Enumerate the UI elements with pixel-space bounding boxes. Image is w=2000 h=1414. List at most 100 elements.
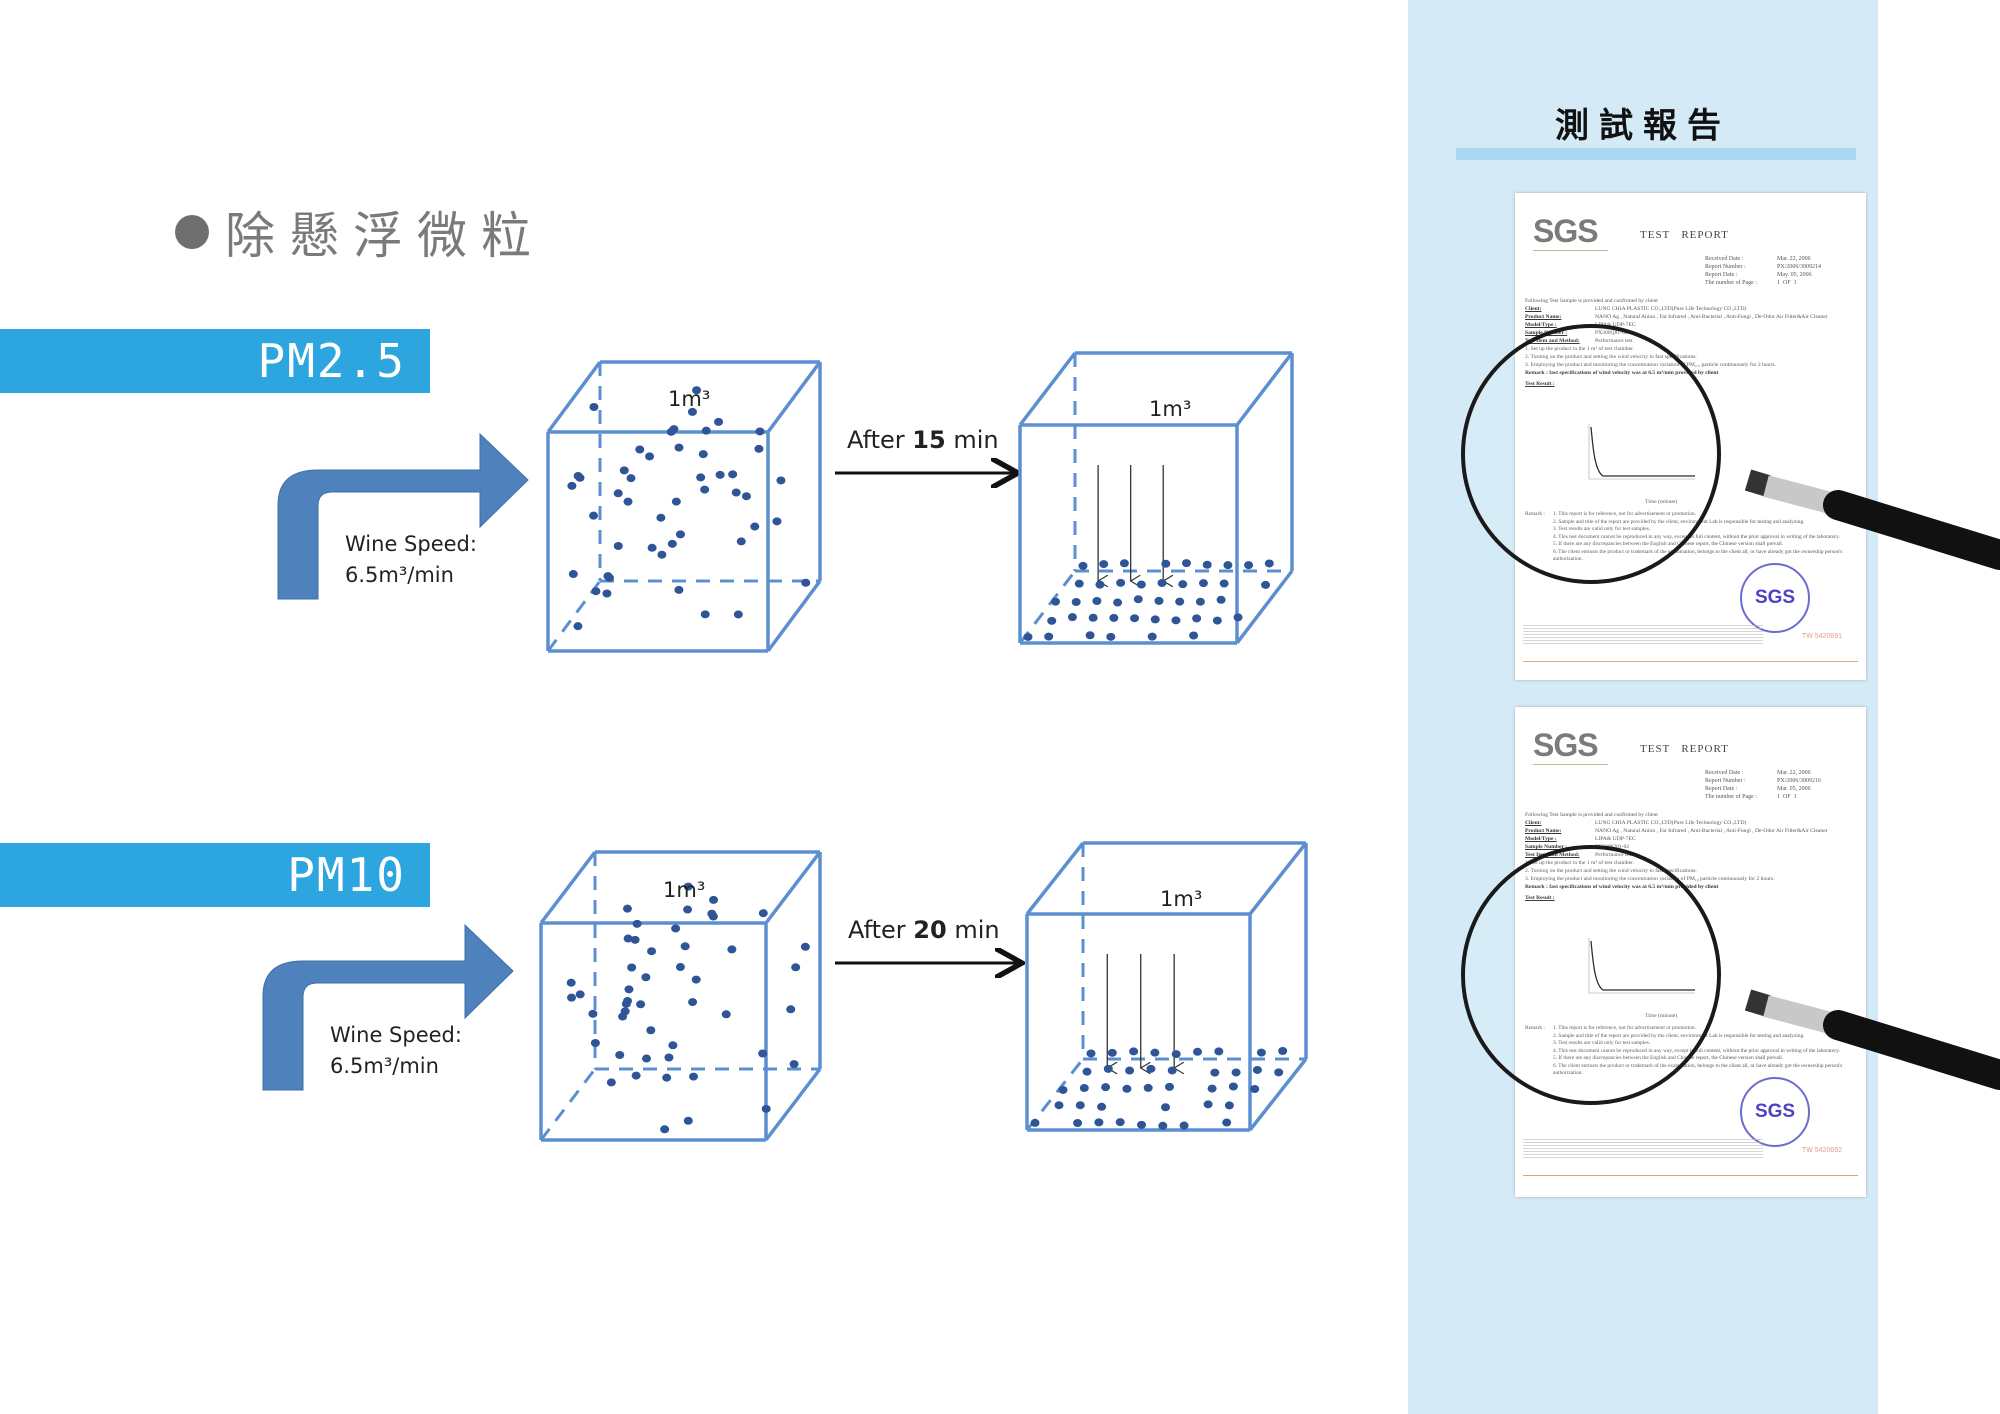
report-intro: Following Test Sample is provided and co…	[1525, 812, 1658, 818]
particle	[689, 1072, 699, 1081]
particle	[687, 407, 697, 416]
after-prefix: After	[847, 426, 905, 454]
chart-x-label: Time (minute)	[1645, 1013, 1677, 1019]
particle	[567, 481, 577, 490]
particle	[1252, 1065, 1262, 1074]
cube-hidden-edge	[1018, 570, 1077, 644]
particle	[568, 570, 578, 579]
field-value: NANO Ag , Natural Anion , Far Infrared ,…	[1595, 314, 1828, 320]
field-value: LIPA& UDP-7EC	[1595, 322, 1636, 328]
particle	[662, 1073, 672, 1082]
particle	[1137, 1120, 1146, 1129]
meta-value: Mar. 22, 2006	[1777, 770, 1811, 776]
remark-item: 6. The client entrusts the product or tr…	[1553, 1062, 1843, 1077]
meta-value: Mar. 05, 2006	[1777, 786, 1811, 792]
field-value: Performance test	[1595, 851, 1633, 859]
report-heading: TEST REPORT	[1640, 229, 1729, 241]
particle-diagram	[262, 351, 1308, 1142]
particle	[1150, 615, 1160, 624]
particle	[622, 904, 632, 913]
meta-row: Report Date :Mar. 05, 2006	[1705, 785, 1821, 793]
field-row: Client: LUNG CHIA PLASTIC CO.,LTD(Pure Li…	[1525, 819, 1856, 827]
particle	[1202, 560, 1212, 569]
particle	[1086, 1049, 1096, 1058]
wind-speed-label: Wine Speed: 6.5m³/min	[345, 529, 477, 591]
particle	[691, 975, 701, 984]
particle	[1193, 1047, 1202, 1056]
particle	[1179, 1121, 1189, 1130]
particle	[692, 386, 702, 395]
particle	[1106, 632, 1116, 641]
field-value: NANO Ag , Natural Anion , Far Infrared ,…	[1595, 828, 1828, 834]
remark-item: 1. This report is for reference, not for…	[1553, 1025, 1856, 1033]
particle	[674, 585, 684, 594]
pm10-label-bar: PM10	[0, 843, 430, 907]
particle	[700, 610, 710, 619]
report-serial: TW 5420692	[1801, 1147, 1842, 1154]
particle	[630, 935, 640, 944]
particle	[1030, 1118, 1040, 1127]
particle	[1192, 614, 1202, 623]
meta-key: Received Date :	[1705, 256, 1744, 262]
wind-speed-label: Wine Speed: 6.5m³/min	[330, 1020, 462, 1082]
particle	[1088, 613, 1098, 622]
particle	[755, 427, 765, 436]
cube-edge	[764, 850, 822, 925]
particle	[590, 1038, 600, 1047]
cube-edge	[766, 579, 822, 653]
particle	[1214, 1047, 1224, 1056]
particle	[675, 530, 685, 539]
cube-edge	[766, 360, 822, 434]
particle	[1116, 578, 1126, 587]
particle	[604, 573, 614, 582]
method-step: 3. Employing the product and monitoring …	[1525, 362, 1776, 368]
particle	[758, 909, 768, 918]
particle	[696, 473, 706, 482]
method-step: 2. Turning on the product and setting th…	[1525, 867, 1856, 875]
field-value: LUNG CHIA PLASTIC CO.,LTD(Pure Life Tech…	[1595, 820, 1747, 826]
fine-print	[1523, 1139, 1763, 1159]
particle	[683, 905, 693, 914]
cube-edge	[1018, 351, 1077, 427]
particle	[1264, 559, 1274, 568]
pm25-label: PM2.5	[257, 334, 406, 388]
particle	[1171, 1050, 1181, 1059]
field-key: Client:	[1525, 820, 1542, 826]
particle	[1182, 559, 1191, 568]
meta-value: PX/2006/3009216	[1777, 778, 1822, 784]
particle	[1167, 1066, 1177, 1075]
particle	[566, 978, 576, 987]
particle	[1107, 1048, 1117, 1057]
particle	[786, 1005, 796, 1014]
particle	[1198, 579, 1208, 588]
particle	[642, 1054, 652, 1063]
cube-edge	[764, 1067, 822, 1142]
field-key: Client:	[1525, 306, 1542, 312]
particle	[688, 998, 698, 1007]
footer-rule	[1523, 1175, 1858, 1176]
particle	[1222, 1118, 1232, 1127]
particle	[1122, 1084, 1132, 1093]
particle	[664, 1053, 674, 1062]
remark-item: 3. Test results are valid only for test …	[1553, 1040, 1856, 1048]
decay-curve-chart	[1588, 938, 1695, 994]
cube-volume-label: 1m³	[663, 878, 706, 902]
meta-row: Received Date :Mar. 22, 2006	[1705, 769, 1821, 777]
particle	[750, 522, 760, 531]
test-report-document[interactable]: SGS TEST REPORT Received Date :Mar. 22, 20…	[1515, 707, 1866, 1197]
cube-edge	[1248, 1057, 1308, 1132]
particle	[1054, 1101, 1064, 1110]
meta-key: The number of Page :	[1705, 794, 1757, 800]
particle	[772, 517, 782, 526]
particle	[754, 444, 764, 453]
particle	[1274, 1068, 1284, 1077]
particle	[1074, 579, 1084, 588]
sgs-logo: SGS	[1533, 727, 1608, 765]
cube-edge	[1025, 841, 1085, 916]
magnifier-icon	[1461, 845, 2000, 1105]
particle	[1109, 613, 1119, 622]
particle	[1228, 1082, 1238, 1091]
field-row: Model/Type :LIPA& UDP-7EC	[1525, 321, 1856, 329]
report-heading: TEST REPORT	[1640, 743, 1729, 755]
particle	[761, 1104, 771, 1113]
